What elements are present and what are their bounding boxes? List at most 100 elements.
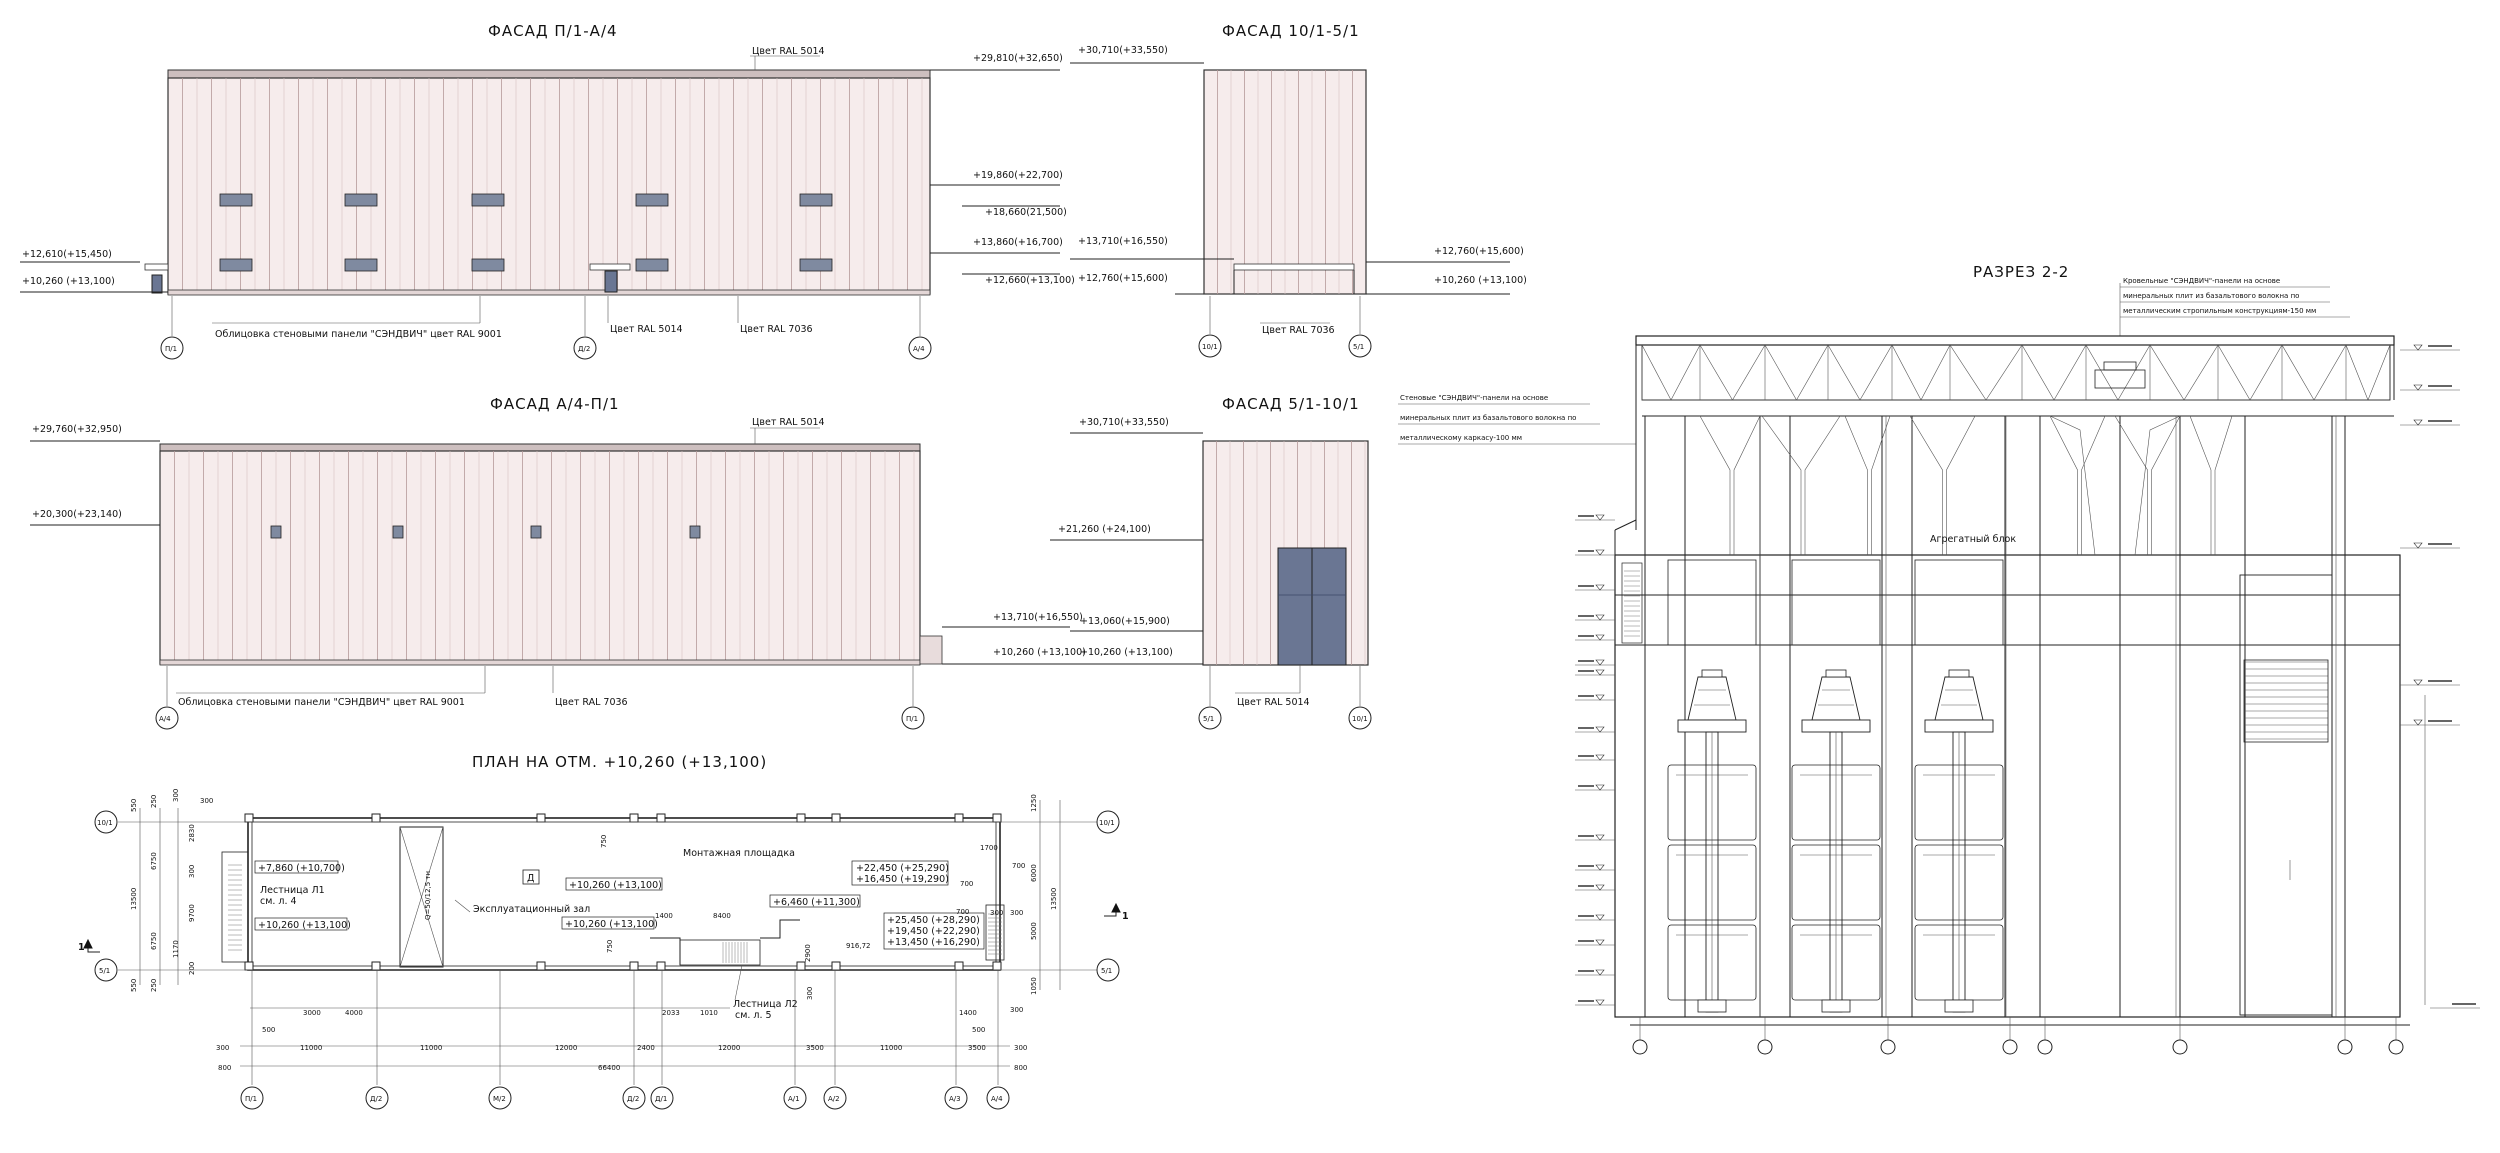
facade1-notes: Облицовка стеновыми панели "СЭНДВИЧ" цве… [212, 296, 813, 340]
svg-text:700: 700 [960, 880, 973, 888]
svg-text:2830: 2830 [188, 824, 196, 842]
svg-text:Кровельные "СЭНДВИЧ"-панели на: Кровельные "СЭНДВИЧ"-панели на основе [2123, 277, 2280, 285]
facade4-axes: 5/1 10/1 [1198, 666, 1372, 730]
svg-text:минеральных плит из базальтово: минеральных плит из базальтового волокна… [1400, 414, 1576, 422]
svg-text:12000: 12000 [718, 1044, 740, 1052]
facade1-roof [167, 69, 931, 79]
svg-text:+29,760(+32,950): +29,760(+32,950) [32, 424, 122, 435]
svg-text:10/1: 10/1 [97, 819, 113, 827]
section-columns [1644, 416, 2346, 1017]
svg-text:+19,860(+22,700): +19,860(+22,700) [973, 170, 1063, 181]
facade3-title: ФАСАД А/4-П/1 [490, 395, 620, 413]
svg-text:А/4: А/4 [159, 715, 171, 723]
svg-text:+12,760(+15,600): +12,760(+15,600) [1434, 246, 1524, 257]
svg-text:+12,610(+15,450): +12,610(+15,450) [22, 249, 112, 260]
section-level-marks-right [2400, 344, 2480, 1009]
section-aggregate-bays [1667, 559, 2004, 1013]
svg-text:+30,710(+33,550): +30,710(+33,550) [1079, 417, 1169, 428]
floor-plan: ПЛАН НА ОТМ. +10,260 (+13,100) Q=50/12,5… [78, 753, 1129, 1110]
svg-text:3500: 3500 [968, 1044, 986, 1052]
plan-outline [247, 817, 1001, 971]
svg-text:+25,450 (+28,290): +25,450 (+28,290) [887, 915, 980, 926]
svg-text:2400: 2400 [637, 1044, 655, 1052]
svg-text:П/1: П/1 [906, 715, 918, 723]
facade1-levels-left: +12,610(+15,450) +10,260 (+13,100) [20, 249, 168, 293]
svg-text:А/4: А/4 [991, 1095, 1003, 1103]
svg-text:Д: Д [527, 873, 534, 884]
facade1-panel-joints [182, 78, 923, 292]
plan-columns [244, 813, 1002, 971]
svg-text:300: 300 [1010, 1006, 1023, 1014]
svg-text:6750: 6750 [150, 852, 158, 870]
svg-text:+13,450 (+16,290): +13,450 (+16,290) [887, 937, 980, 948]
section-wall-note: Стеновые "СЭНДВИЧ"-панели на основе мине… [1398, 394, 1636, 445]
svg-text:+22,450 (+25,290): +22,450 (+25,290) [856, 863, 949, 874]
svg-text:Д/1: Д/1 [655, 1095, 667, 1103]
facade1-axes: П/1 Д/2 А/4 [160, 296, 932, 360]
svg-text:300: 300 [990, 909, 1003, 917]
svg-text:300: 300 [216, 1044, 229, 1052]
svg-text:10/1: 10/1 [1099, 819, 1115, 827]
svg-text:+20,300(+23,140): +20,300(+23,140) [32, 509, 122, 520]
svg-text:А/4: А/4 [913, 345, 925, 353]
facade4-title: ФАСАД 5/1-10/1 [1222, 395, 1360, 413]
svg-text:А/2: А/2 [828, 1095, 840, 1103]
facade3-wall [159, 450, 921, 665]
facade1-title: ФАСАД П/1-А/4 [488, 22, 618, 40]
svg-text:5/1: 5/1 [1353, 343, 1364, 351]
svg-text:13500: 13500 [130, 888, 138, 910]
svg-text:1050: 1050 [1030, 977, 1038, 995]
plan-dims-mid: 3000 4000 2033 1010 916,72 1400 500 500 [250, 942, 985, 1034]
svg-text:550: 550 [130, 799, 138, 812]
svg-text:+13,860(+16,700): +13,860(+16,700) [973, 237, 1063, 248]
svg-text:13500: 13500 [1050, 888, 1058, 910]
plan-dims-bottom: 300 11000 11000 12000 2400 12000 3500 11… [216, 1044, 1027, 1072]
facade-10-1-5-1: ФАСАД 10/1-5/1 +30,710(+33,550) +13,710(… [1070, 22, 1527, 358]
svg-text:+6,460 (+11,300): +6,460 (+11,300) [773, 897, 860, 908]
svg-text:+12,660(+13,100): +12,660(+13,100) [985, 275, 1075, 286]
facade3-levels: +29,760(+32,950) +20,300(+23,140) +13,71… [30, 424, 1086, 665]
svg-text:66400: 66400 [598, 1064, 620, 1072]
plan-dims-right: 1250 1700 700 6000 13500 5000 1050 700 3… [960, 794, 1061, 995]
svg-text:5/1: 5/1 [1101, 967, 1112, 975]
svg-text:+16,450 (+19,290): +16,450 (+19,290) [856, 874, 949, 885]
svg-text:250: 250 [150, 795, 158, 808]
svg-text:см. л. 4: см. л. 4 [260, 896, 297, 907]
plan-title: ПЛАН НА ОТМ. +10,260 (+13,100) [472, 753, 767, 771]
svg-text:300: 300 [200, 797, 213, 805]
svg-text:Цвет RAL 5014: Цвет RAL 5014 [610, 324, 683, 335]
svg-text:800: 800 [1014, 1064, 1027, 1072]
svg-text:6000: 6000 [1030, 864, 1038, 882]
facade1-door [604, 270, 618, 293]
section-axes [1632, 1017, 2404, 1055]
facade4-note-door: Цвет RAL 5014 [1237, 697, 1310, 708]
plan-dims-inner: 750 8400 700 1400 750 2900 300 300 300 [200, 797, 1023, 1014]
section-truss [1641, 344, 2391, 401]
svg-text:300: 300 [172, 789, 180, 802]
facade1-roof-color: Цвет RAL 5014 [752, 46, 825, 57]
svg-text:1: 1 [78, 942, 85, 953]
svg-text:А/3: А/3 [949, 1095, 961, 1103]
svg-text:Д/2: Д/2 [370, 1095, 382, 1103]
svg-text:1010: 1010 [700, 1009, 718, 1017]
svg-text:Цвет RAL 7036: Цвет RAL 7036 [555, 697, 628, 708]
svg-text:916,72: 916,72 [846, 942, 871, 950]
svg-text:Q=50/12,5 тн: Q=50/12,5 тн [424, 871, 432, 920]
svg-text:750: 750 [606, 940, 614, 953]
svg-text:+10,260 (+13,100): +10,260 (+13,100) [569, 880, 662, 891]
facade3-roof [159, 443, 921, 452]
svg-text:300: 300 [1014, 1044, 1027, 1052]
svg-text:3500: 3500 [806, 1044, 824, 1052]
svg-text:9700: 9700 [188, 904, 196, 922]
svg-text:+10,260 (+13,100): +10,260 (+13,100) [1080, 647, 1173, 658]
svg-text:300: 300 [806, 987, 814, 1000]
section-2-2: РАЗРЕЗ 2-2 Кровельные "СЭНДВИЧ"-панели н… [1398, 263, 2480, 1055]
svg-text:11000: 11000 [300, 1044, 322, 1052]
svg-text:12000: 12000 [555, 1044, 577, 1052]
facade3-axes: А/4 П/1 [155, 666, 925, 730]
facade-p1-a4: ФАСАД П/1-А/4 Цвет RAL 5014 +29,810(+32,… [20, 22, 1075, 360]
svg-text:минеральных плит из базальтово: минеральных плит из базальтового волокна… [2123, 292, 2299, 300]
svg-text:Д/2: Д/2 [627, 1095, 639, 1103]
